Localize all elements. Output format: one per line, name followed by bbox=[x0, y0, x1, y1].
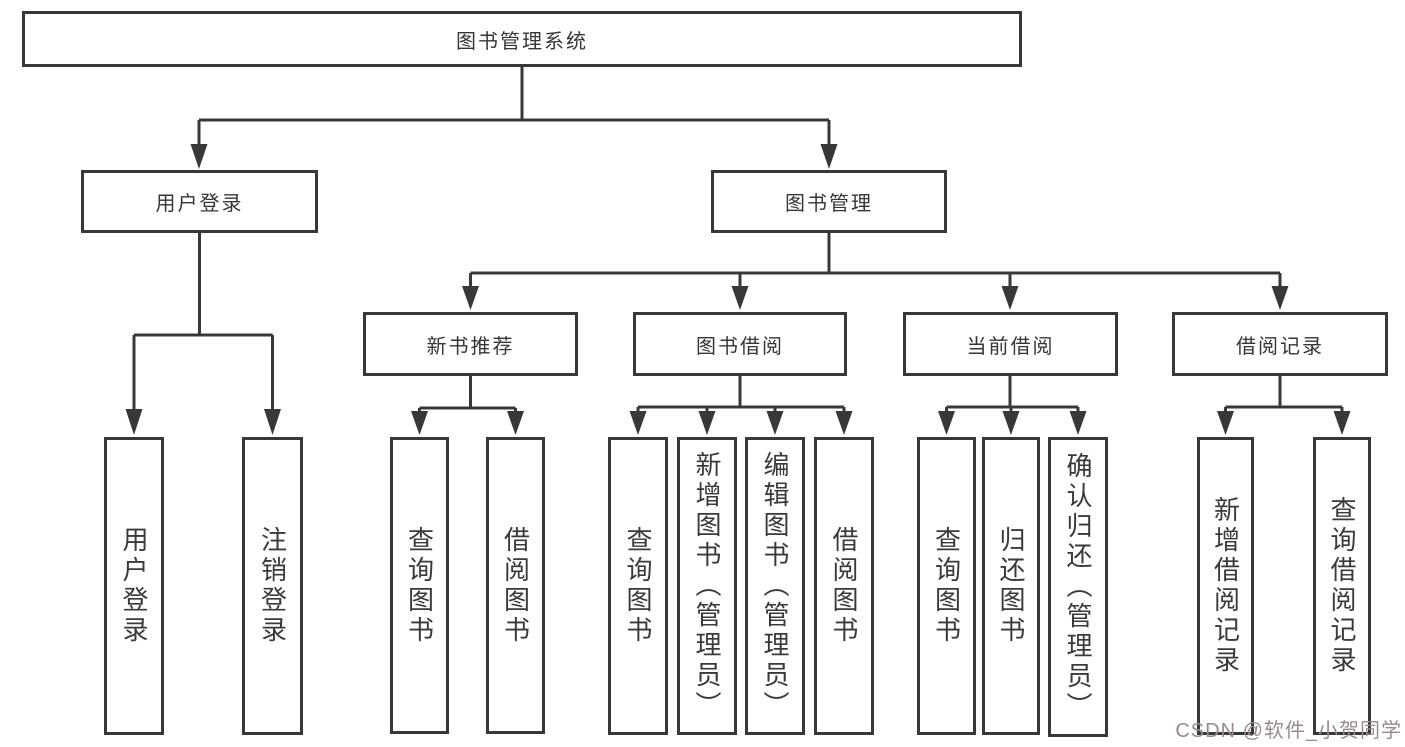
edge-root-to-level2 bbox=[190, 66, 838, 169]
leaf-bb-borrow-book: 借阅图书 bbox=[814, 437, 874, 735]
edge-borrowrecords-children bbox=[1217, 376, 1351, 435]
leaf-cb-query-book: 查询图书 bbox=[917, 437, 976, 735]
leaf-nb-query-book-label: 查询图书 bbox=[404, 525, 435, 646]
node-borrow-records: 借阅记录 bbox=[1172, 312, 1388, 376]
edge-userlogin-children bbox=[125, 233, 281, 435]
leaf-bb-add-book-label: 新增图书（管理员） bbox=[692, 451, 723, 721]
leaf-br-query-record: 查询借阅记录 bbox=[1313, 437, 1371, 735]
leaf-bb-borrow-book-label: 借阅图书 bbox=[829, 526, 860, 646]
leaf-cb-query-book-label: 查询图书 bbox=[931, 526, 962, 646]
node-book-mgmt: 图书管理 bbox=[711, 170, 947, 233]
leaf-nb-borrow-book: 借阅图书 bbox=[486, 437, 545, 734]
leaf-user-login-label: 用户登录 bbox=[119, 526, 150, 646]
leaf-br-add-record: 新增借阅记录 bbox=[1197, 437, 1254, 735]
node-book-borrow: 图书借阅 bbox=[633, 312, 847, 376]
leaf-br-query-record-label: 查询借阅记录 bbox=[1327, 496, 1358, 676]
node-user-login-label: 用户登录 bbox=[155, 193, 244, 215]
leaf-bb-query-book: 查询图书 bbox=[608, 437, 668, 735]
csdn-watermark: CSDN @软件_小贺同学 bbox=[1175, 720, 1402, 742]
node-current-borrow: 当前借阅 bbox=[903, 312, 1118, 376]
edge-bookborrow-children bbox=[629, 376, 853, 435]
leaf-bb-edit-book: 编辑图书（管理员） bbox=[745, 437, 805, 735]
leaf-bb-edit-book-label: 编辑图书（管理员） bbox=[760, 451, 791, 721]
leaf-user-login: 用户登录 bbox=[104, 437, 164, 735]
edge-bookmgmt-children bbox=[462, 233, 1289, 310]
leaf-bb-add-book: 新增图书（管理员） bbox=[677, 437, 737, 735]
leaf-cb-return-book-label: 归还图书 bbox=[996, 526, 1027, 646]
node-book-mgmt-label: 图书管理 bbox=[785, 193, 873, 215]
node-current-borrow-label: 当前借阅 bbox=[966, 335, 1055, 358]
leaf-logout-label: 注销登录 bbox=[257, 526, 288, 646]
node-root: 图书管理系统 bbox=[22, 11, 1022, 67]
leaf-nb-borrow-book-label: 借阅图书 bbox=[500, 525, 531, 646]
node-book-borrow-label: 图书借阅 bbox=[696, 335, 784, 358]
node-new-book-rec: 新书推荐 bbox=[363, 312, 578, 376]
leaf-cb-confirm-return-label: 确认归还（管理员） bbox=[1063, 452, 1094, 722]
node-borrow-records-label: 借阅记录 bbox=[1236, 335, 1324, 358]
leaf-bb-query-book-label: 查询图书 bbox=[623, 526, 654, 646]
leaf-cb-confirm-return: 确认归还（管理员） bbox=[1048, 437, 1108, 737]
edge-currentborrow-children bbox=[938, 376, 1087, 435]
leaf-nb-query-book: 查询图书 bbox=[390, 437, 449, 734]
leaf-br-add-record-label: 新增借阅记录 bbox=[1210, 496, 1241, 676]
edge-newbookrec-children bbox=[411, 376, 524, 435]
leaf-cb-return-book: 归还图书 bbox=[982, 437, 1040, 735]
node-root-label: 图书管理系统 bbox=[456, 30, 588, 53]
leaf-logout: 注销登录 bbox=[242, 437, 303, 735]
node-user-login: 用户登录 bbox=[81, 170, 318, 233]
node-new-book-rec-label: 新书推荐 bbox=[426, 335, 515, 358]
